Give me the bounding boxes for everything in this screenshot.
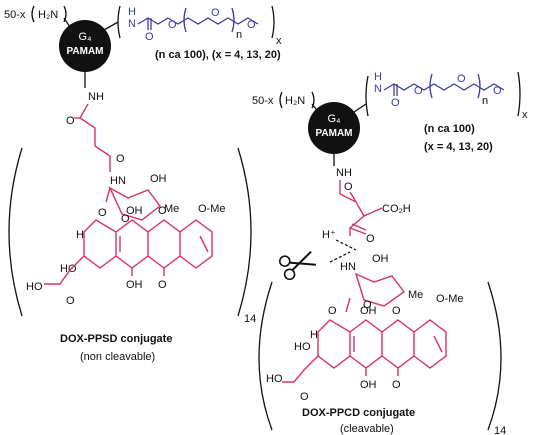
left-peg-paren-open [183, 7, 187, 33]
right-sugar-oh: OH [372, 253, 389, 265]
svg-text:O: O [121, 213, 130, 225]
svg-text:O: O [392, 379, 401, 391]
left-sugar-hn: HN [110, 175, 126, 187]
svg-text:OH: OH [360, 379, 377, 391]
left-linker [79, 103, 111, 172]
right-sugar: HN OH O Me O [328, 253, 423, 317]
right-peg-index: n [482, 95, 488, 107]
svg-text:HO: HO [294, 341, 311, 353]
right-hbond [335, 239, 357, 251]
svg-text:H: H [374, 71, 382, 83]
svg-text:N: N [374, 83, 382, 95]
left-h: H [76, 229, 84, 241]
svg-text:O: O [247, 19, 256, 31]
svg-text:O: O [116, 153, 125, 165]
right-proton: H⁺ [322, 229, 336, 241]
svg-text:O: O [457, 73, 466, 85]
left-conjugate: 50-x H₂N G₄ PAMAM H N O O O O n x (n ca … [4, 5, 282, 363]
svg-text:O: O [300, 391, 309, 403]
svg-text:O: O [66, 295, 75, 307]
right-sugar-hn: HN [340, 261, 356, 273]
left-amine-bracket-close [63, 5, 67, 23]
right-core-generation: G₄ [327, 113, 341, 125]
svg-text:O: O [366, 233, 375, 245]
svg-text:O: O [66, 115, 75, 127]
right-nh: NH [336, 167, 352, 179]
right-subtitle: (cleavable) [340, 423, 394, 435]
left-peg-index: n [236, 29, 242, 41]
svg-text:OH: OH [360, 305, 377, 317]
right-sugar-me: Me [408, 289, 423, 301]
right-repeat-paren-close [487, 281, 502, 431]
right-ome: O-Me [436, 293, 464, 305]
right-pamam-core [308, 102, 360, 154]
left-nh: NH [88, 91, 104, 103]
right-title: DOX-PPCD conjugate [302, 407, 415, 419]
right-repeat-count: 14 [494, 425, 506, 435]
right-core-name: PAMAM [315, 128, 352, 139]
svg-text:O: O [158, 279, 167, 291]
svg-text:O: O [363, 299, 372, 311]
left-title: DOX-PPSD conjugate [60, 333, 172, 345]
left-core-name: PAMAM [66, 46, 103, 57]
right-peg-suffix: x [522, 109, 528, 121]
left-peg-paren-close [231, 7, 235, 33]
left-repeat-paren-open [8, 147, 23, 317]
right-conjugate: 50-x H₂N G₄ PAMAM H N O O O O n x (n ca … [252, 71, 528, 435]
right-acid: CO₂H [382, 203, 411, 215]
svg-text:O: O [168, 19, 177, 31]
left-amine-bracket [31, 5, 35, 23]
left-peg-bracket-open [117, 5, 121, 39]
left-sugar: HN OH O Me O [98, 173, 179, 225]
left-repeat-count: 14 [244, 313, 256, 325]
svg-text:HO: HO [60, 263, 77, 275]
right-repeat-paren-open [258, 281, 273, 431]
left-peg-nh: H [128, 6, 136, 18]
left-sugar-me: Me [164, 203, 179, 215]
left-peg-bracket-close [271, 5, 275, 39]
right-param-x: (x = 4, 13, 20) [424, 141, 493, 153]
right-h: H [310, 329, 318, 341]
left-core-generation: G₄ [78, 31, 92, 43]
left-ho: HO [26, 281, 43, 293]
svg-text:O: O [493, 85, 502, 97]
svg-text:O: O [328, 305, 337, 317]
svg-text:O: O [344, 181, 353, 193]
svg-text:O: O [145, 31, 154, 43]
svg-text:O: O [414, 85, 423, 97]
left-ome: O-Me [198, 203, 226, 215]
svg-text:O: O [98, 207, 107, 219]
left-pamam-core [59, 20, 111, 72]
svg-text:OH: OH [126, 205, 143, 217]
left-params: (n ca 100), (x = 4, 13, 20) [155, 49, 281, 61]
scissors-icon [278, 250, 316, 281]
right-linker [339, 180, 365, 236]
svg-text:OH: OH [126, 279, 143, 291]
left-repeat-paren-close [237, 147, 252, 317]
right-prefix: 50-x [252, 95, 274, 107]
left-prefix: 50-x [4, 9, 26, 21]
right-amine: H₂N [285, 95, 305, 107]
right-anthracycline: H OH O O-Me OH O HO HO O [266, 293, 464, 403]
svg-text:N: N [128, 18, 136, 30]
svg-text:O: O [391, 97, 400, 109]
svg-text:O: O [392, 305, 401, 317]
left-peg-chain [137, 17, 259, 25]
svg-text:O: O [158, 205, 167, 217]
right-ho: HO [266, 373, 283, 385]
left-sugar-oh: OH [150, 173, 167, 185]
left-subtitle: (non cleavable) [80, 351, 155, 363]
left-anthracycline: H OH O O-Me OH O HO HO O [26, 203, 226, 307]
right-param-n: (n ca 100) [424, 123, 475, 135]
left-amine: H₂N [38, 9, 58, 21]
right-peg-chain [383, 83, 505, 91]
left-peg-suffix: x [276, 35, 282, 47]
svg-text:O: O [211, 7, 220, 19]
